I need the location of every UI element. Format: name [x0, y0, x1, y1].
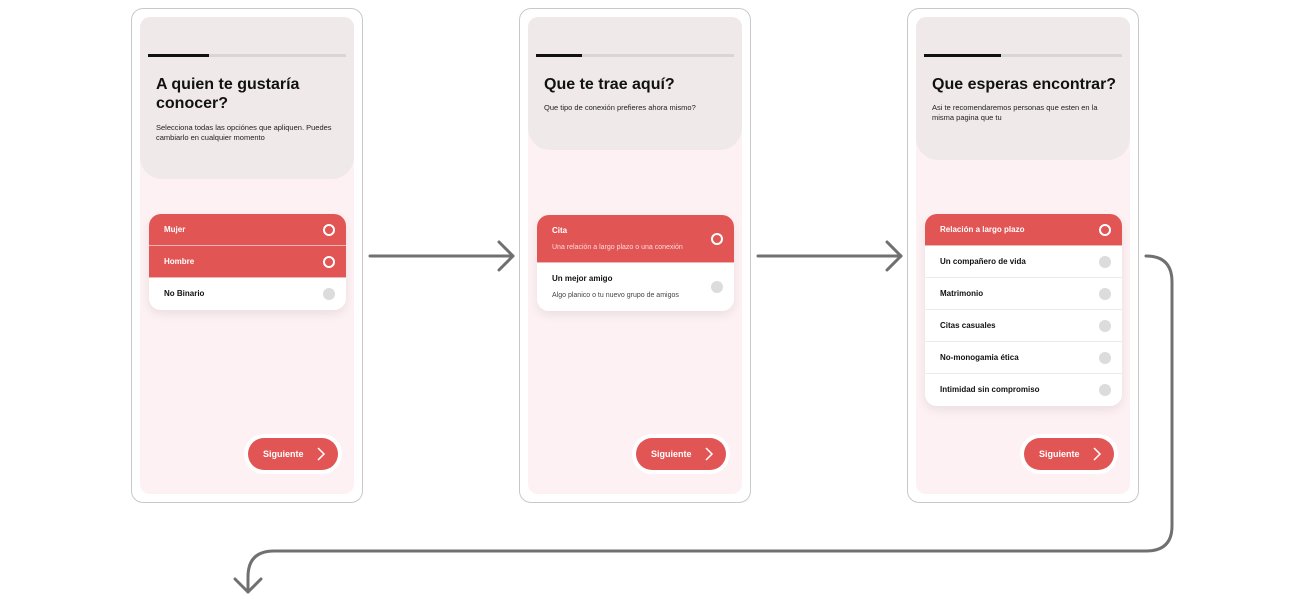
- radio-selected-icon[interactable]: [323, 256, 335, 268]
- option-matrimonio[interactable]: Matrimonio: [925, 278, 1122, 310]
- options-list: Cita Una relación a largo plazo o una co…: [537, 215, 734, 311]
- next-button-ring: Siguiente: [1020, 434, 1118, 474]
- option-label: Un mejor amigo: [552, 274, 613, 283]
- option-label: Relación a largo plazo: [940, 225, 1025, 234]
- option-no-binario[interactable]: No Binario: [149, 278, 346, 310]
- page-subtitle: Asi te recomendaremos personas que esten…: [932, 103, 1098, 122]
- option-label: Hombre: [164, 257, 195, 266]
- progress-bar: [536, 54, 734, 57]
- next-button-ring: Siguiente: [244, 434, 342, 474]
- next-button-label: Siguiente: [1039, 449, 1080, 459]
- option-label: Intimidad sin compromiso: [940, 385, 1040, 394]
- option-label: No Binario: [164, 289, 205, 298]
- radio-unselected-icon[interactable]: [1099, 384, 1111, 396]
- progress-fill: [924, 54, 1002, 57]
- page-title: Que esperas encontrar?: [932, 76, 1117, 93]
- options-list: Relación a largo plazo Un compañero de v…: [925, 214, 1122, 406]
- next-button[interactable]: Siguiente: [636, 438, 726, 470]
- option-cita[interactable]: Cita Una relación a largo plazo o una co…: [537, 215, 734, 263]
- option-label: Un compañero de vida: [940, 257, 1026, 266]
- radio-unselected-icon[interactable]: [1099, 288, 1111, 300]
- screen-content: Que esperas encontrar? Asi te recomendar…: [916, 17, 1130, 494]
- next-button-label: Siguiente: [651, 449, 692, 459]
- next-button-ring: Siguiente: [632, 434, 730, 474]
- option-relacion-largo-plazo[interactable]: Relación a largo plazo: [925, 214, 1122, 246]
- phone-screen-1: A quien te gustaría conocer? Selecciona …: [131, 8, 363, 503]
- option-label: Mujer: [164, 225, 186, 234]
- option-intimidad-sin-compromiso[interactable]: Intimidad sin compromiso: [925, 374, 1122, 406]
- phone-screen-3: Que esperas encontrar? Asi te recomendar…: [907, 8, 1139, 503]
- progress-fill: [148, 54, 210, 57]
- option-no-monogamia-etica[interactable]: No-monogamia ética: [925, 342, 1122, 374]
- option-mujer[interactable]: Mujer: [149, 214, 346, 246]
- option-companero-de-vida[interactable]: Un compañero de vida: [925, 246, 1122, 278]
- option-label: Citas casuales: [940, 321, 996, 330]
- progress-fill: [536, 54, 582, 57]
- options-list: Mujer Hombre No Binario: [149, 214, 346, 310]
- option-hombre[interactable]: Hombre: [149, 246, 346, 278]
- page-title: Que te trae aquí?: [544, 76, 675, 93]
- page-title: A quien te gustaría conocer?: [156, 76, 300, 112]
- option-citas-casuales[interactable]: Citas casuales: [925, 310, 1122, 342]
- phone-screen-2: Que te trae aquí? Que tipo de conexión p…: [519, 8, 751, 503]
- page-subtitle: Selecciona todas las opciónes que apliqu…: [156, 123, 332, 142]
- radio-selected-icon[interactable]: [1099, 224, 1111, 236]
- radio-selected-icon[interactable]: [323, 224, 335, 236]
- option-description: Una relación a largo plazo o una conexió…: [552, 244, 683, 251]
- screen-content: A quien te gustaría conocer? Selecciona …: [140, 17, 354, 494]
- option-description: Algo planico o tu nuevo grupo de amigos: [552, 292, 679, 299]
- screen-content: Que te trae aquí? Que tipo de conexión p…: [528, 17, 742, 494]
- chevron-right-icon: [1093, 447, 1102, 461]
- progress-bar: [924, 54, 1122, 57]
- option-label: Matrimonio: [940, 289, 984, 298]
- option-label: No-monogamia ética: [940, 353, 1019, 362]
- radio-unselected-icon[interactable]: [1099, 320, 1111, 332]
- radio-unselected-icon[interactable]: [711, 281, 723, 293]
- arrow-right-icon: [756, 240, 903, 272]
- screen-header: Que esperas encontrar? Asi te recomendar…: [916, 17, 1130, 160]
- next-button-label: Siguiente: [263, 449, 304, 459]
- screen-header: A quien te gustaría conocer? Selecciona …: [140, 17, 354, 179]
- progress-bar: [148, 54, 346, 57]
- radio-unselected-icon[interactable]: [1099, 352, 1111, 364]
- radio-selected-icon[interactable]: [711, 233, 723, 245]
- next-button[interactable]: Siguiente: [248, 438, 338, 470]
- radio-unselected-icon[interactable]: [1099, 256, 1111, 268]
- page-subtitle: Que tipo de conexión prefieres ahora mis…: [544, 103, 696, 112]
- option-label: Cita: [552, 226, 568, 235]
- chevron-right-icon: [705, 447, 714, 461]
- screen-header: Que te trae aquí? Que tipo de conexión p…: [528, 17, 742, 150]
- arrow-right-icon: [368, 240, 515, 272]
- radio-unselected-icon[interactable]: [323, 288, 335, 300]
- chevron-right-icon: [317, 447, 326, 461]
- next-button[interactable]: Siguiente: [1024, 438, 1114, 470]
- option-mejor-amigo[interactable]: Un mejor amigo Algo planico o tu nuevo g…: [537, 263, 734, 311]
